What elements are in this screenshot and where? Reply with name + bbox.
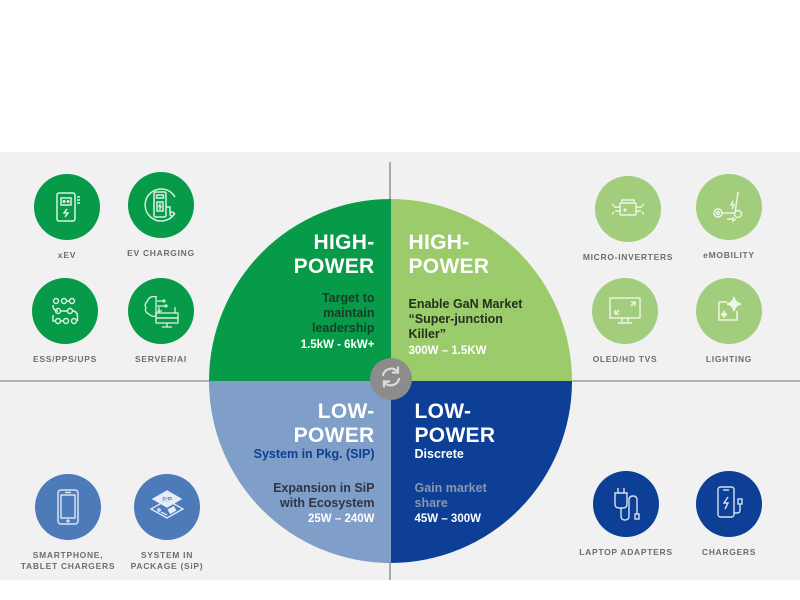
- quadrant-subtitle: Discrete: [414, 447, 464, 461]
- app-label: xEV: [57, 250, 77, 260]
- app-label: SMARTPHONE, TABLET CHARGERS: [20, 550, 116, 571]
- app-xev[interactable]: xEV: [12, 174, 122, 261]
- sip-chip-icon: SiP: [134, 474, 200, 540]
- e-scooter-icon: [696, 174, 762, 240]
- center-cycle-button[interactable]: [370, 358, 412, 400]
- server-ai-icon: [128, 278, 194, 344]
- power-range: 300W – 1.5KW: [408, 345, 487, 357]
- phone-charger-icon: [696, 471, 762, 537]
- quadrant-low-power-bottom-right[interactable]: LOW- POWER Discrete Gain market share 45…: [390, 381, 572, 563]
- app-label: OLED/HD TVS: [592, 354, 658, 364]
- app-label: ESS/PPS/UPS: [33, 354, 97, 364]
- app-label: SYSTEM IN PACKAGE (SiP): [130, 550, 204, 571]
- ev-inverter-icon: [34, 174, 100, 240]
- app-label: SERVER/AI: [135, 354, 187, 364]
- app-laptop-adapters[interactable]: LAPTOP ADAPTERS: [571, 471, 681, 558]
- quadrant-title: HIGH- POWER: [293, 231, 375, 278]
- app-system-in-package[interactable]: SiP SYSTEM IN PACKAGE (SiP): [112, 474, 222, 572]
- quadrant-subtitle: System in Pkg. (SIP): [253, 447, 375, 461]
- quadrant-title: LOW- POWER: [414, 400, 496, 447]
- app-label: EV CHARGING: [127, 248, 195, 258]
- app-micro-inverters[interactable]: MICRO-INVERTERS: [573, 176, 683, 263]
- app-chargers[interactable]: CHARGERS: [674, 471, 784, 558]
- app-emobility[interactable]: eMOBILITY: [674, 174, 784, 261]
- sparkle-light-icon: [696, 278, 762, 344]
- quadrant-title: HIGH- POWER: [408, 231, 490, 278]
- ev-charging-station-icon: [128, 172, 194, 238]
- power-plug-icon: [593, 471, 659, 537]
- app-label: LIGHTING: [705, 354, 753, 364]
- power-range: 25W – 240W: [308, 513, 375, 525]
- app-oled-hd-tvs[interactable]: OLED/HD TVS: [570, 278, 680, 365]
- quadrant-description: Target to maintain leadership: [311, 291, 375, 335]
- micro-inverter-icon: [595, 176, 661, 242]
- tv-monitor-icon: [592, 278, 658, 344]
- app-label: LAPTOP ADAPTERS: [579, 547, 673, 557]
- circuit-board-icon: [32, 278, 98, 344]
- app-server-ai[interactable]: SERVER/AI: [106, 278, 216, 365]
- quadrant-high-power-top-right[interactable]: HIGH- POWER Enable GaN Market “Super-jun…: [390, 199, 572, 381]
- power-quadrant-circle: HIGH- POWER Target to maintain leadershi…: [209, 199, 572, 563]
- app-ess-pps-ups[interactable]: ESS/PPS/UPS: [10, 278, 120, 365]
- quadrant-description: Gain market share: [414, 481, 487, 510]
- quadrant-high-power-top-left[interactable]: HIGH- POWER Target to maintain leadershi…: [209, 199, 391, 381]
- app-ev-charging[interactable]: EV CHARGING: [106, 172, 216, 259]
- quadrant-low-power-bottom-left[interactable]: LOW- POWER System in Pkg. (SIP) Expansio…: [209, 381, 391, 563]
- tablet-icon: [35, 474, 101, 540]
- app-lighting[interactable]: LIGHTING: [674, 278, 784, 365]
- app-label: eMOBILITY: [703, 250, 755, 260]
- app-label: CHARGERS: [701, 547, 757, 557]
- power-range: 1.5kW - 6kW+: [300, 339, 375, 351]
- refresh-cycle-icon: [378, 364, 404, 395]
- quadrant-description: Expansion in SiP with Ecosystem: [273, 481, 375, 510]
- quadrant-title: LOW- POWER: [293, 400, 375, 447]
- app-label: MICRO-INVERTERS: [582, 252, 674, 262]
- power-range: 45W – 300W: [414, 513, 481, 525]
- app-smartphone-tablet-chargers[interactable]: SMARTPHONE, TABLET CHARGERS: [13, 474, 123, 572]
- quadrant-description: Enable GaN Market “Super-junction Killer…: [408, 297, 523, 341]
